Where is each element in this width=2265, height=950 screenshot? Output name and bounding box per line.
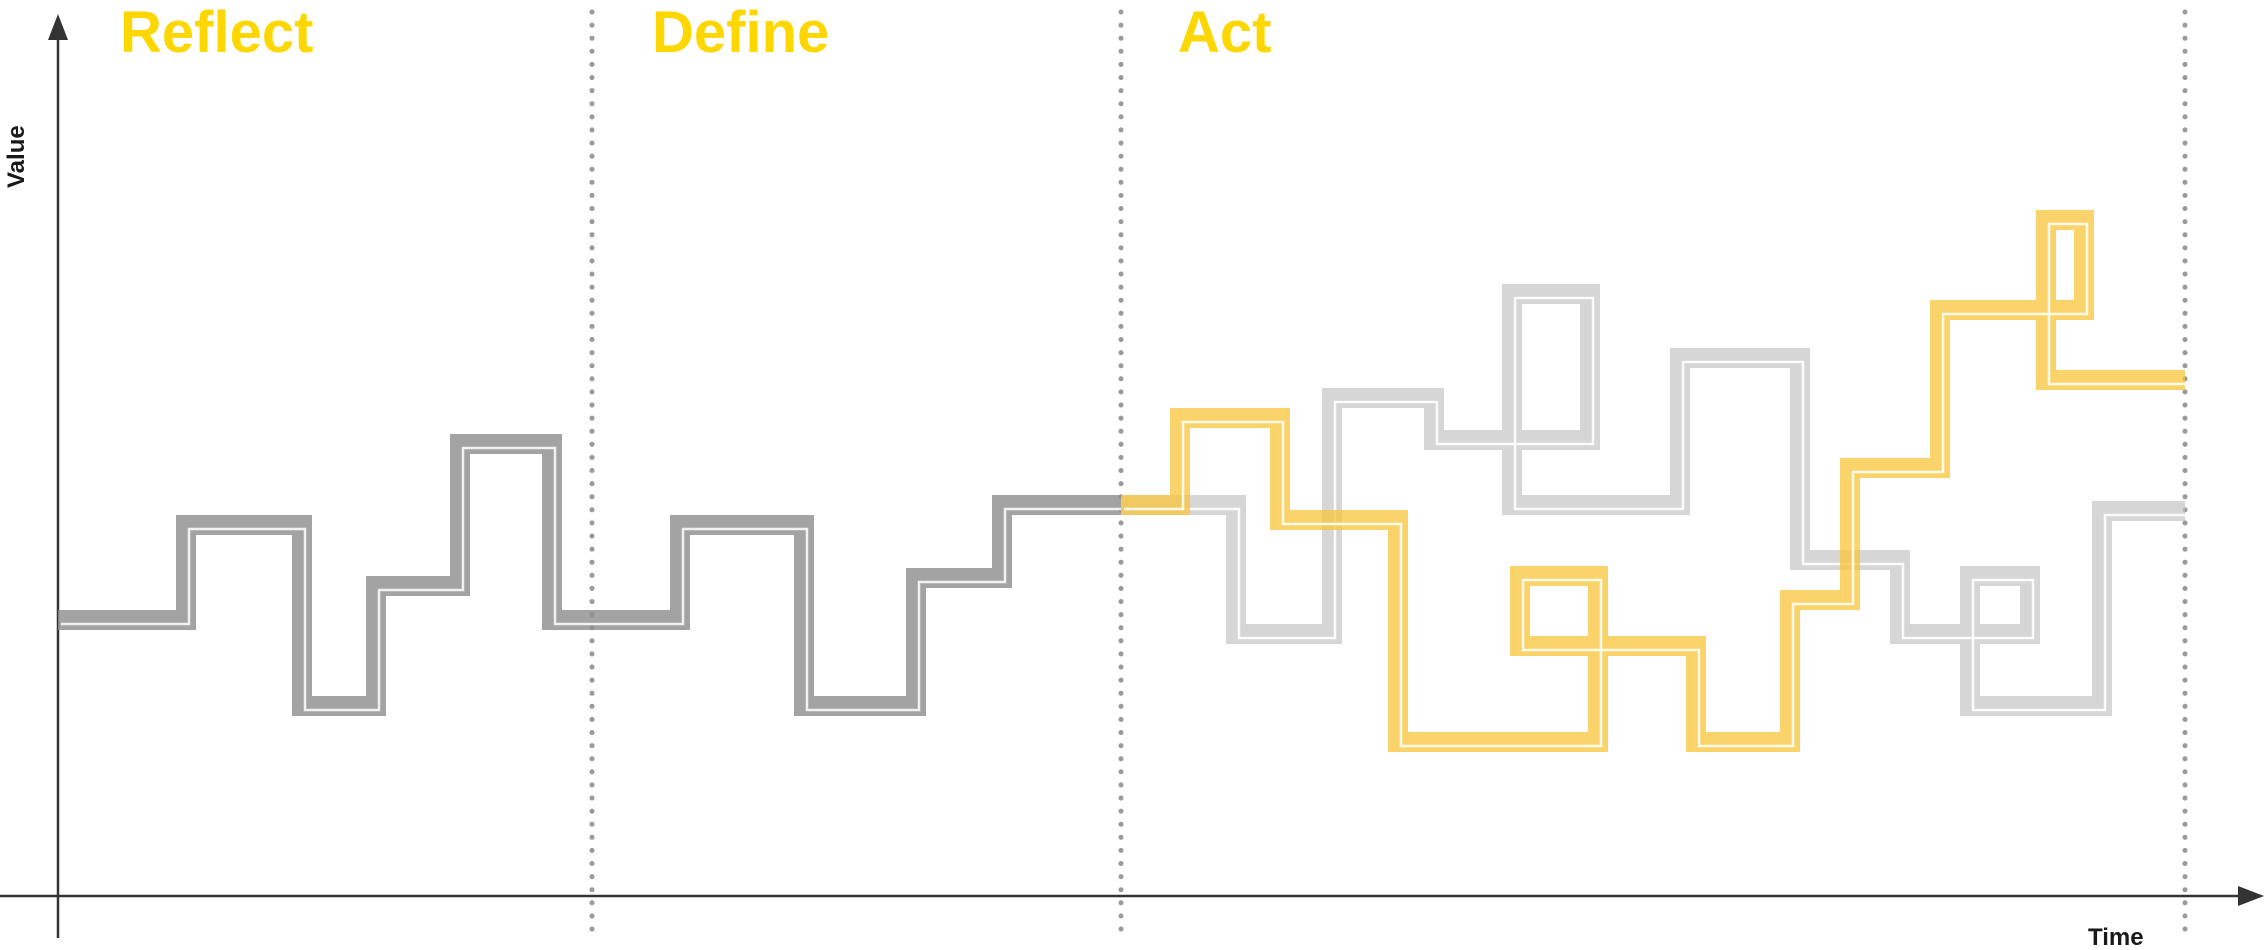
axes: Value Time xyxy=(0,14,2264,950)
value-paths xyxy=(58,210,2188,752)
phase-labels: Reflect Define Act xyxy=(120,0,1271,65)
history-path xyxy=(58,434,1124,716)
phase-label-act: Act xyxy=(1178,0,1271,65)
alternative-path-grey-highlight xyxy=(1124,296,2188,712)
phase-dividers xyxy=(589,9,2188,943)
x-axis-arrow-icon xyxy=(2238,886,2264,906)
alternative-path-yellow xyxy=(1121,210,2188,752)
history-path-ribbon xyxy=(58,434,1121,716)
phase-label-reflect: Reflect xyxy=(120,0,313,65)
y-axis-label: Value xyxy=(3,125,30,188)
alternative-path-grey-ribbon xyxy=(1121,284,2185,716)
alternative-path-yellow-highlight xyxy=(1124,222,2188,748)
x-axis-label: Time xyxy=(2088,924,2144,950)
history-path-highlight xyxy=(61,446,1124,712)
alternative-path-grey xyxy=(1121,284,2188,716)
alternative-path-yellow-ribbon xyxy=(1121,210,2185,752)
y-axis-arrow-icon xyxy=(48,14,68,40)
phase-label-define: Define xyxy=(652,0,829,65)
